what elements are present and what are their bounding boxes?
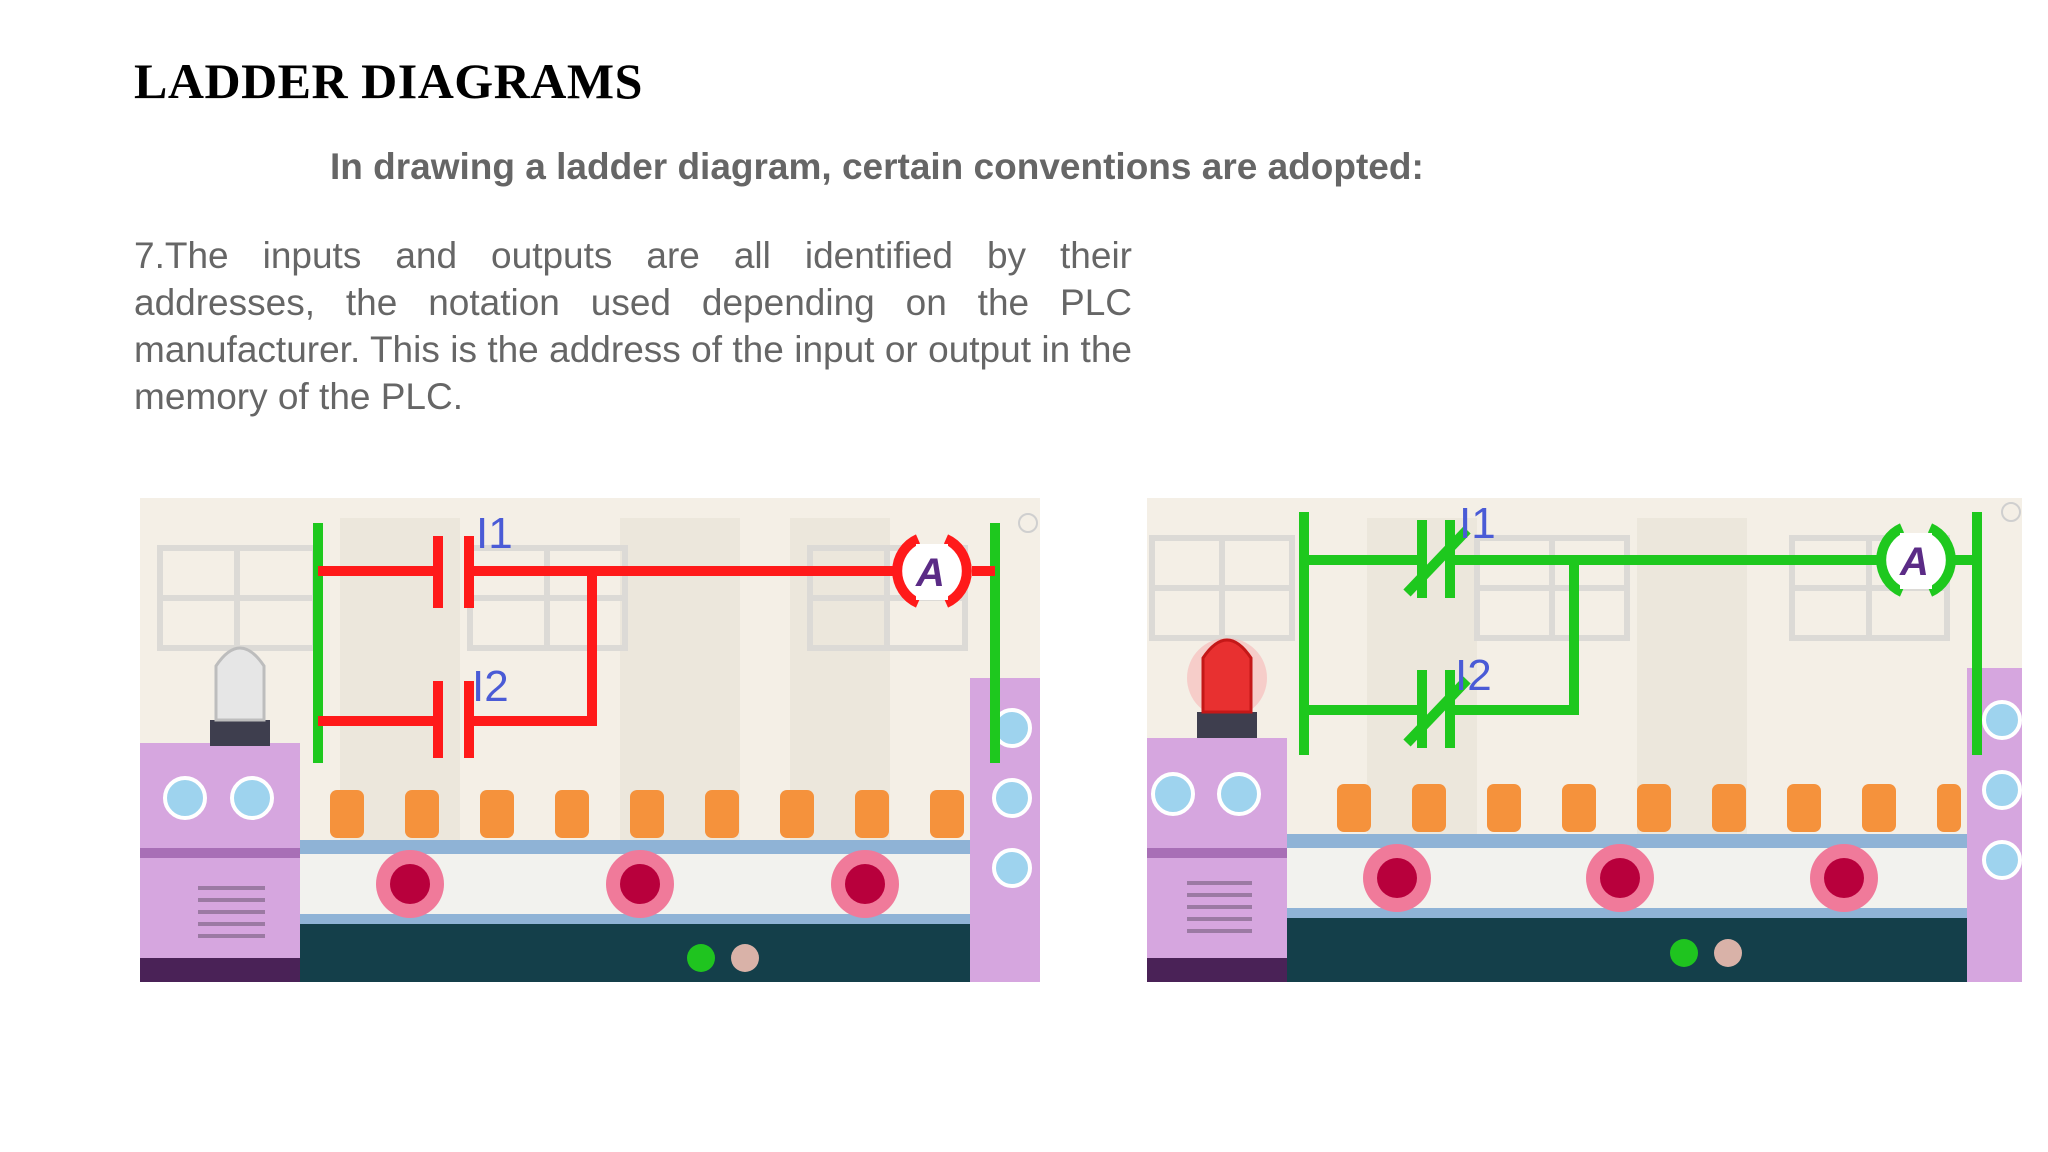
input-i1-label: I1 [1459, 499, 1496, 548]
info-icon [2001, 502, 2021, 522]
slide-title: LADDER DIAGRAMS [134, 53, 643, 109]
ladder-figure-on: I1 I2 A [1147, 498, 2022, 982]
info-icon [1018, 513, 1038, 533]
slide-subtitle: In drawing a ladder diagram, certain con… [330, 146, 1424, 187]
convention-7-text: 7.The inputs and outputs are all identif… [134, 235, 1132, 417]
input-i1-label: I1 [476, 509, 513, 558]
input-i2-label: I2 [1455, 651, 1492, 700]
lamp-off-icon [210, 646, 270, 746]
ladder-figure-off: I1 I2 A [140, 498, 1040, 982]
coil-a-label: A [915, 551, 945, 595]
input-i2-label: I2 [472, 662, 509, 711]
coil-a-label: A [1899, 540, 1929, 584]
lamp-on-icon [1187, 638, 1267, 738]
